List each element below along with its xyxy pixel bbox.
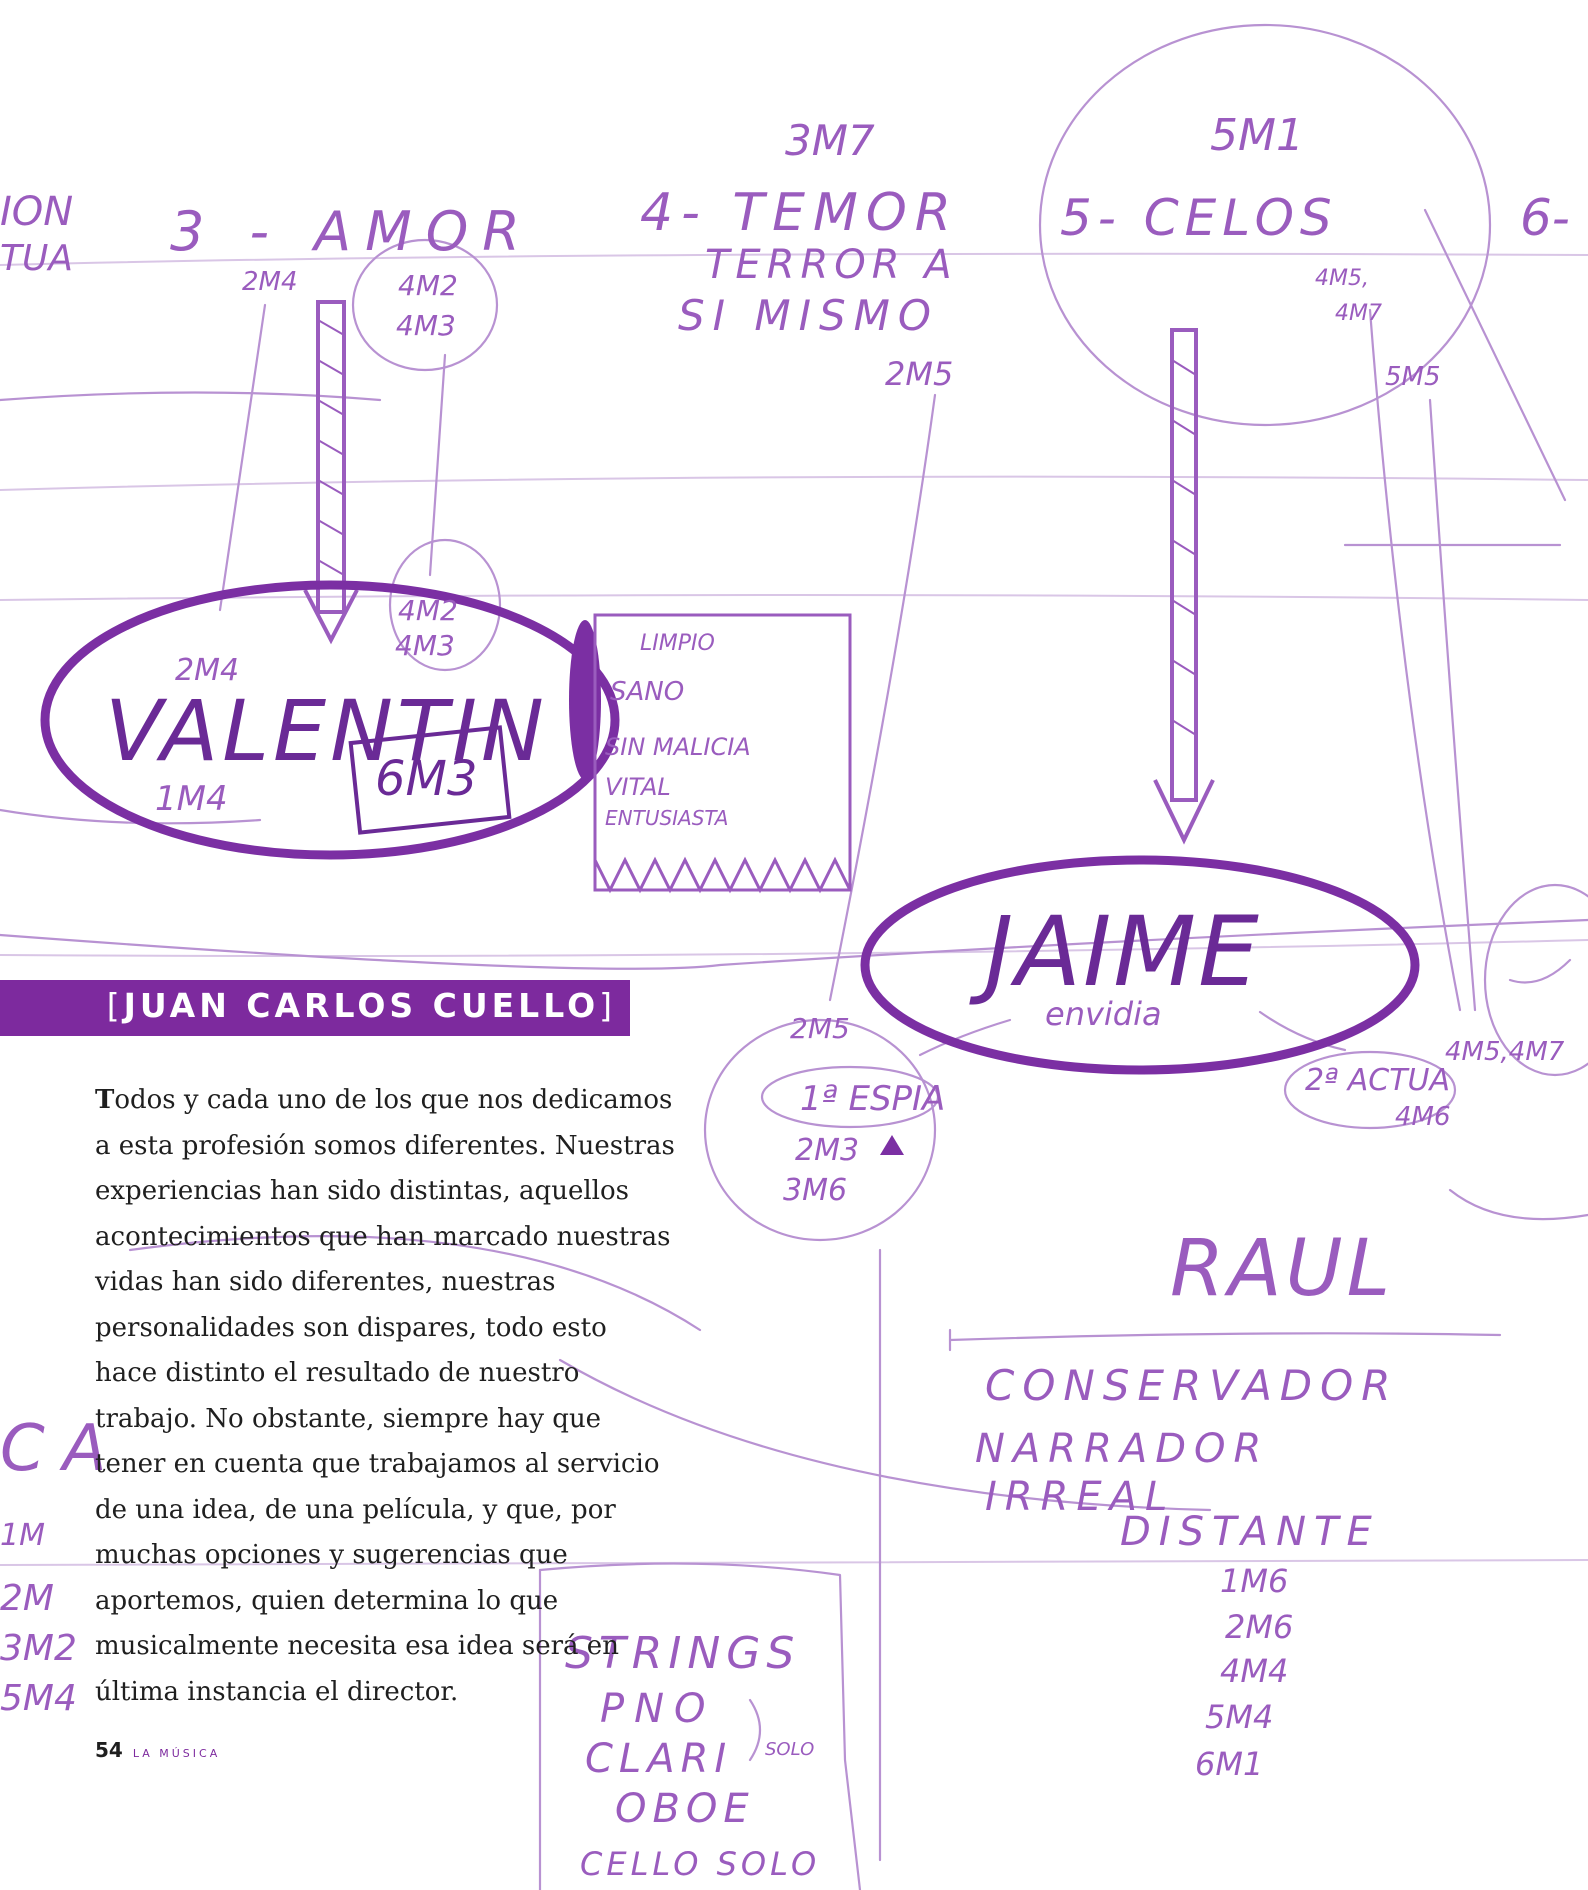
article-paragraph: Todos y cada uno de los que nos dedicamo… [95,1078,675,1715]
label-2m4: 2M4 [175,653,239,688]
label-distante: DISTANTE [1120,1509,1380,1555]
article-body: Todos y cada uno de los que nos dedicamo… [95,1078,675,1715]
connector-lines [0,208,1588,1862]
label-ion: ION [0,189,73,235]
label-tua: TUA [0,238,73,279]
label-4m5-4m7: 4M5,4M7 [1445,1037,1565,1067]
label-2m3: 2M3 [795,1133,859,1168]
label-4m5: 4M5, [1315,266,1369,291]
label-left-2m: 2M [0,1578,54,1619]
section-name: LA MÚSICA [132,1747,221,1760]
label-3m7: 3M7 [785,116,875,165]
label-1m4: 1M4 [155,779,228,819]
label-2m5: 2M5 [790,1012,850,1045]
label-entusiasta: ENTUSIASTA [605,806,729,830]
hatched-stems [303,300,1215,845]
label-2m4-top: 2M4 [242,267,298,297]
page-folio: 54 LA MÚSICA [95,1738,220,1762]
valentin-trait-box [593,613,852,894]
label-strings: STRINGS [565,1628,800,1679]
label-left-3m2: 3M2 [0,1628,77,1669]
page-number: 54 [95,1738,123,1762]
handwritten-labels: 3M7 5M1 ION TUA 3 - AMOR 2M4 4M2 4M3 4- … [0,110,1570,1883]
label-six: 6- [1520,189,1570,247]
label-oboe: OBOE [615,1786,755,1832]
label-4m3: 4M3 [395,629,455,662]
label-vital: VITAL [605,773,671,801]
label-5m5: 5M5 [1385,362,1441,392]
label-temor: 4- TEMOR [640,183,959,243]
label-irreal: IRREAL [985,1474,1175,1520]
raul-frame [538,1328,1502,1890]
label-left-cap: CA [0,1412,124,1486]
label-actua: 2ª ACTUA [1305,1063,1450,1098]
label-5m1: 5M1 [1210,110,1304,161]
label-terror: TERROR A [705,242,958,288]
label-4m7: 4M7 [1335,301,1382,326]
label-espia: 1ª ESPIA [800,1079,945,1119]
label-5m4: 5M4 [1205,1698,1273,1736]
label-1m6: 1M6 [1220,1562,1288,1600]
label-cello: CELLO SOLO [580,1845,820,1883]
drop-cap: T [95,1085,115,1115]
author-banner: [JUAN CARLOS CUELLO] [0,980,630,1036]
label-left-1m: 1M [0,1518,45,1553]
marker-ovals [40,580,1420,1075]
author-name-text: JUAN CARLOS CUELLO [123,986,600,1025]
label-6m1: 6M1 [1195,1745,1263,1783]
label-4m2-top: 4M2 [398,269,458,302]
label-raul: RAUL [1170,1224,1394,1314]
label-6m3: 6M3 [375,751,478,807]
label-limpio: LIMPIO [640,631,715,656]
label-conservador: CONSERVADOR [985,1361,1398,1410]
label-jaime: JAIME [969,896,1261,1008]
author-name: [JUAN CARLOS CUELLO] [106,986,616,1025]
label-clari: CLARI [585,1736,732,1782]
triangle-icon [880,1135,904,1155]
pencil-circles [351,23,1588,1242]
label-celos: 5- CELOS [1060,189,1338,247]
label-4m4: 4M4 [1220,1652,1288,1690]
label-envidia: envidia [1045,995,1162,1033]
label-solo: SOLO [765,1739,814,1760]
article-text: odos y cada uno de los que nos dedicamos… [95,1085,675,1707]
label-3m6: 3M6 [783,1173,847,1208]
label-2m5-top: 2M5 [885,355,953,393]
label-si-mismo: SI MISMO [678,291,939,340]
label-pno: PNO [600,1686,716,1732]
label-sano: SANO [610,677,684,707]
label-amor: 3 - AMOR [170,200,534,263]
label-4m3-top: 4M3 [396,309,456,342]
label-2m6: 2M6 [1225,1608,1293,1646]
label-4m2: 4M2 [398,594,458,627]
label-sin-malicia: SIN MALICIA [605,733,751,761]
label-narrador: NARRADOR [975,1426,1269,1472]
label-4m6: 4M6 [1395,1102,1451,1132]
label-left-5m4: 5M4 [0,1678,77,1719]
